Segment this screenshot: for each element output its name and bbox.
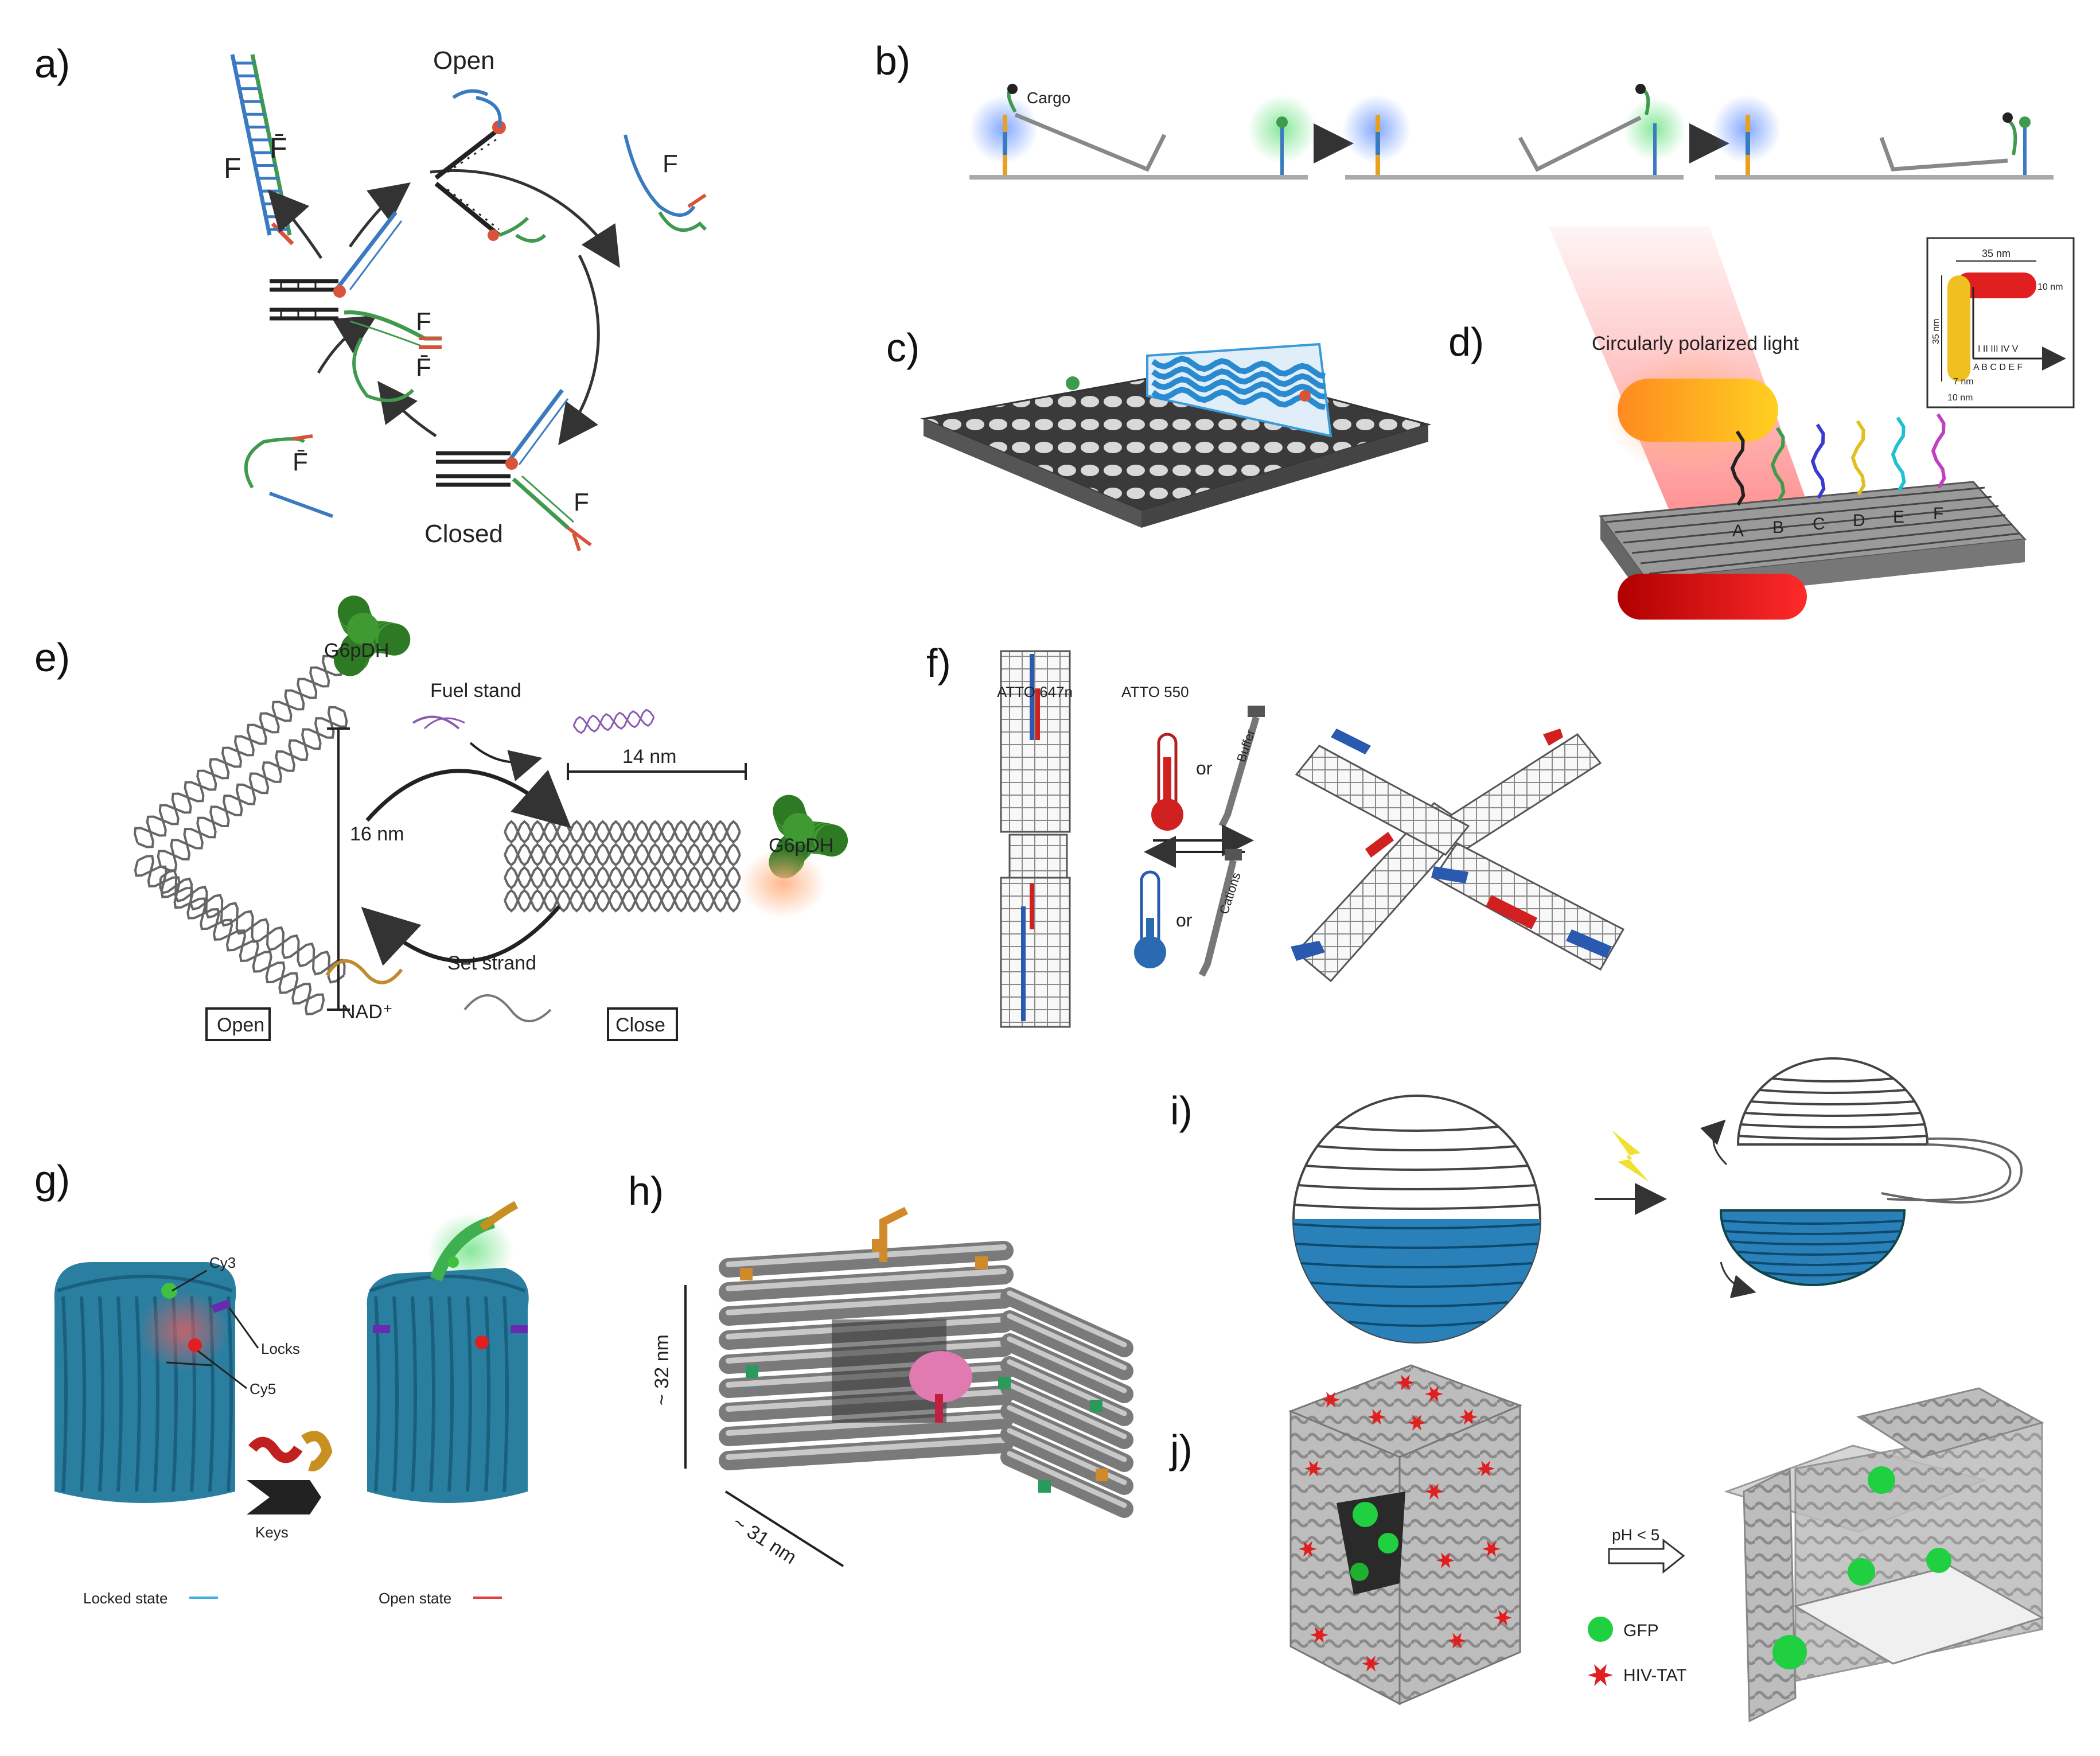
keys-label: Keys [255, 1524, 289, 1541]
cations-label: Cations [1217, 871, 1244, 916]
inset-b: 10 nm [1947, 393, 1973, 403]
hivtat-legend: HIV-TAT [1623, 1666, 1687, 1685]
panel-label-h: h) [628, 1169, 664, 1213]
pipette-cations [1198, 849, 1242, 977]
atto-550: ATTO 550 [1121, 683, 1189, 700]
open-box [205, 1007, 271, 1041]
atto-647n: ATTO 647n [997, 683, 1073, 700]
site-label-c: C [1813, 515, 1825, 534]
buffer-label: Buffer [1234, 727, 1258, 764]
panel-label-j: j) [1169, 1427, 1193, 1471]
label-f-4: F [574, 488, 589, 516]
nad-label: NAD⁺ [341, 1001, 393, 1023]
tweezer-open [434, 89, 547, 243]
site-label-e: E [1893, 508, 1904, 527]
site-label-f: F [1933, 504, 1943, 523]
label-f-3: F [416, 307, 431, 336]
or-1: or [1196, 758, 1213, 778]
walker-step-1 [969, 84, 1316, 180]
label-f-1: F [224, 152, 241, 184]
distance-16nm: 16 nm [350, 823, 404, 845]
panel-h: h) ~ 32 nm ~ 31 nm [628, 1169, 1133, 1568]
enzyme-label-2: G6pDH [769, 835, 833, 856]
tweezer-complex [270, 211, 442, 402]
gfp-legend: GFP [1623, 1621, 1659, 1640]
site-label-a: A [1732, 521, 1744, 540]
cy5-label: Cy5 [250, 1380, 276, 1397]
locks-label: Locks [261, 1340, 300, 1357]
thermometer-cold [1134, 870, 1166, 968]
locked-barrel [54, 1262, 259, 1503]
distance-14nm: 14 nm [622, 746, 677, 768]
enzyme-label-1: G6pDH [324, 640, 389, 661]
dim-31nm: ~ 31 nm [729, 1512, 801, 1568]
site-label-b: B [1772, 518, 1784, 537]
x-shaped-origami [1291, 729, 1625, 983]
panel-label-i: i) [1170, 1088, 1193, 1133]
panel-g: g) Cy3 Locks Cy5 Keys [34, 1157, 529, 1607]
fbar-strand [244, 434, 334, 518]
panel-c: c) [886, 325, 1432, 528]
panel-j: j) pH < 5 GFP HIV-TAT [1169, 1364, 2044, 1723]
pipette-buffer [1218, 706, 1265, 828]
gold-nanorod [1618, 379, 1778, 442]
panel-b: b) Cargo [875, 38, 2054, 180]
inset-width: 35 nm [1982, 248, 2011, 259]
cy3-label: Cy3 [209, 1254, 236, 1271]
state-open: Open [433, 46, 495, 75]
label-fbar-1: F̄ [270, 132, 287, 164]
panel-label-b: b) [875, 38, 910, 83]
tweezer-closed [436, 388, 592, 551]
walker-step-3 [1712, 95, 2054, 180]
open-box-label: Open [217, 1014, 264, 1036]
label-fbar-3: F̄ [416, 353, 431, 381]
walker-step-2 [1342, 84, 1686, 180]
locked-state-label: Locked state [83, 1590, 167, 1607]
label-f-2: F [663, 150, 678, 178]
panel-label-d: d) [1448, 320, 1484, 364]
close-box-label: Close [615, 1014, 665, 1036]
origami-box [719, 1206, 1133, 1518]
site-label-d: D [1853, 511, 1865, 530]
panel-f: f) ATTO 647n ATTO 550 or Buffer or [926, 641, 1625, 1028]
open-hemisphere-top [1736, 1057, 1929, 1146]
closed-cube [1288, 1364, 1523, 1706]
open-hemisphere-bottom [1719, 1209, 1906, 1286]
thermometer-hot [1151, 733, 1183, 831]
closed-sphere [1292, 1095, 1541, 1344]
blue-helix-bundle [1146, 342, 1333, 438]
keys-arrow [247, 1480, 321, 1514]
inset-h1: 10 nm [2037, 282, 2063, 292]
open-state-label: Open state [379, 1590, 451, 1607]
panel-label-a: a) [34, 41, 70, 86]
red-nanorod [1618, 574, 1807, 620]
panel-label-e: e) [34, 635, 70, 680]
panel-label-c: c) [886, 325, 920, 370]
inset-geometry: 35 nm 10 nm 35 nm I II III IV V A B C D … [1926, 237, 2075, 408]
ph-label: pH < 5 [1612, 1526, 1659, 1544]
fuel-strand [624, 134, 707, 232]
inset-letters: A B C D E F [1973, 363, 2023, 372]
fuel-strand-label: Fuel stand [430, 680, 521, 702]
set-strand-label: Set strand [447, 952, 536, 974]
cargo-label: Cargo [1027, 89, 1070, 107]
open-cube [1724, 1387, 2044, 1723]
close-box [607, 1007, 678, 1041]
panel-i: i) [1170, 1057, 2023, 1344]
panel-e: e) G6pDH G6pDH 16 nm 14 nm Fuel stand Se… [34, 595, 848, 1041]
inset-h2: 35 nm [1931, 319, 1941, 344]
open-barrel [367, 1201, 529, 1503]
panel-a: a) F F̄ Open [34, 41, 707, 551]
label-fbar-2: F̄ [293, 448, 308, 476]
panel-label-g: g) [34, 1157, 70, 1202]
state-closed: Closed [424, 520, 503, 548]
panel-label-f: f) [926, 641, 951, 686]
or-2: or [1176, 910, 1193, 930]
inset-s: 7 nm [1953, 377, 1974, 387]
dim-32nm: ~ 32 nm [651, 1334, 673, 1405]
inset-roman: I II III IV V [1978, 344, 2019, 354]
